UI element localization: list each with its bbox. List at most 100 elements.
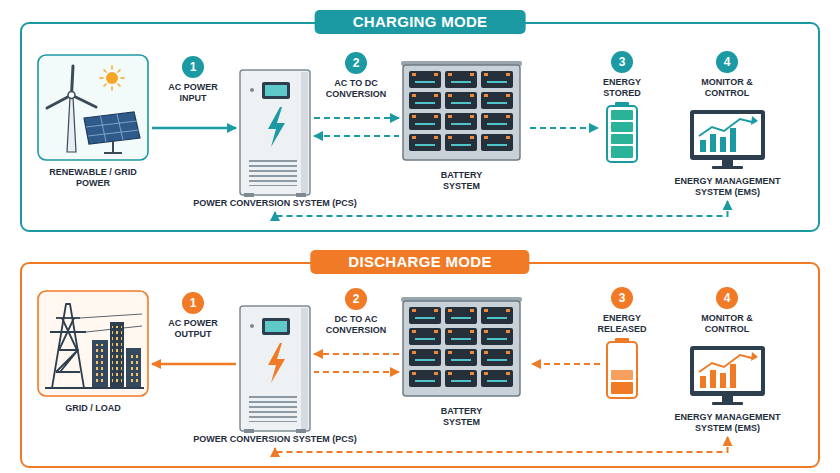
ems-monitor bbox=[730, 364, 736, 388]
battery-rack bbox=[415, 81, 435, 83]
renewable-icon bbox=[118, 70, 120, 72]
battery-rack bbox=[481, 71, 513, 88]
battery-full-icon bbox=[611, 146, 633, 158]
battery-rack bbox=[434, 372, 438, 375]
step-label: AC TO DC CONVERSION bbox=[323, 78, 389, 100]
battery-rack bbox=[409, 370, 441, 387]
battery-rack bbox=[434, 136, 438, 139]
grid-load-icon bbox=[45, 387, 90, 389]
pcs-cabinet bbox=[240, 306, 310, 433]
pcs-cabinet bbox=[265, 85, 287, 96]
grid-load-icon bbox=[45, 304, 90, 388]
pcs-cabinet bbox=[240, 70, 310, 195]
battery-rack bbox=[484, 73, 488, 76]
flow-connector bbox=[314, 354, 399, 372]
battery-full-icon bbox=[611, 122, 633, 132]
battery-rack bbox=[481, 134, 513, 151]
battery-rack bbox=[403, 65, 520, 160]
node-label: GRID / LOAD bbox=[37, 403, 149, 414]
battery-rack bbox=[412, 136, 416, 139]
grid-load-icon bbox=[126, 348, 141, 388]
renewable-icon bbox=[86, 114, 139, 142]
battery-rack bbox=[487, 380, 507, 382]
battery-rack bbox=[434, 351, 438, 354]
ems-monitor bbox=[722, 396, 733, 402]
battery-rack bbox=[470, 94, 474, 97]
renewable-icon bbox=[86, 121, 137, 127]
battery-rack bbox=[506, 309, 510, 312]
pcs-node: POWER CONVERSION SYSTEM (PCS) bbox=[240, 70, 310, 195]
battery-rack bbox=[506, 94, 510, 97]
battery-low-icon bbox=[607, 342, 637, 398]
pcs-cabinet bbox=[244, 193, 254, 197]
pcs-cabinet bbox=[268, 343, 285, 383]
grid-load-icon bbox=[94, 344, 106, 384]
ems-monitor bbox=[700, 376, 706, 388]
mode-title: DISCHARGE MODE bbox=[310, 250, 529, 274]
ems-monitor bbox=[690, 110, 765, 160]
grid-load-icon bbox=[110, 322, 124, 388]
callout-number: 4 bbox=[716, 51, 738, 73]
connector-line bbox=[314, 117, 399, 119]
renewable-icon bbox=[67, 97, 76, 152]
battery-rack bbox=[415, 338, 435, 340]
callout-number: 1 bbox=[182, 56, 204, 78]
ems-monitor bbox=[694, 350, 761, 391]
battery-rack bbox=[415, 123, 435, 125]
battery-full-icon bbox=[607, 106, 637, 162]
ems-monitor bbox=[699, 119, 752, 136]
battery-rack bbox=[401, 61, 522, 160]
battery-full-icon bbox=[530, 102, 637, 162]
renewable-icon bbox=[121, 77, 124, 79]
pcs-cabinet bbox=[296, 193, 306, 197]
grid-load-icon bbox=[38, 291, 148, 396]
battery-rack bbox=[487, 359, 507, 361]
pcs-cabinet bbox=[249, 160, 297, 186]
pcs-cabinet bbox=[296, 429, 306, 433]
battery-rack bbox=[487, 317, 507, 319]
renewable-icon bbox=[111, 66, 113, 69]
ems-monitor bbox=[699, 355, 752, 372]
battery-node: BATTERY SYSTEM bbox=[403, 301, 520, 396]
battery-rack bbox=[445, 113, 477, 130]
step-label: AC POWER INPUT bbox=[161, 82, 225, 104]
pcs-cabinet bbox=[265, 321, 287, 332]
battery-rack bbox=[506, 115, 510, 118]
battery-rack bbox=[415, 317, 435, 319]
mode-title: CHARGING MODE bbox=[315, 10, 526, 34]
grid-load-icon bbox=[112, 326, 122, 384]
battery-rack bbox=[448, 136, 452, 139]
grid-load-icon bbox=[52, 304, 84, 388]
battery-rack bbox=[434, 73, 438, 76]
load-node: GRID / LOAD bbox=[38, 291, 148, 396]
ems-monitor bbox=[751, 116, 758, 125]
battery-rack bbox=[445, 328, 477, 345]
battery-rack bbox=[448, 115, 452, 118]
grid-load-icon bbox=[88, 387, 144, 389]
ems-monitor bbox=[710, 134, 716, 152]
battery-rack bbox=[412, 309, 416, 312]
pcs-cabinet bbox=[244, 429, 254, 433]
pcs-cabinet bbox=[301, 72, 308, 193]
battery-full-icon bbox=[611, 134, 633, 144]
battery-rack bbox=[484, 309, 488, 312]
battery-rack bbox=[448, 94, 452, 97]
renewable-icon bbox=[104, 152, 122, 154]
renewable-icon bbox=[100, 66, 124, 90]
pcs-cabinet bbox=[301, 308, 308, 429]
renewable-icon bbox=[100, 77, 103, 79]
ems-monitor bbox=[751, 352, 758, 361]
battery-rack bbox=[481, 307, 513, 324]
battery-rack bbox=[445, 307, 477, 324]
battery-rack bbox=[434, 94, 438, 97]
battery-rack bbox=[487, 123, 507, 125]
ems-monitor bbox=[694, 114, 761, 155]
battery-rack bbox=[481, 370, 513, 387]
renewable-icon bbox=[104, 70, 106, 72]
battery-full-icon bbox=[530, 127, 598, 129]
pcs-cabinet bbox=[249, 396, 297, 422]
grid-load-icon bbox=[38, 291, 148, 396]
battery-rack bbox=[434, 330, 438, 333]
